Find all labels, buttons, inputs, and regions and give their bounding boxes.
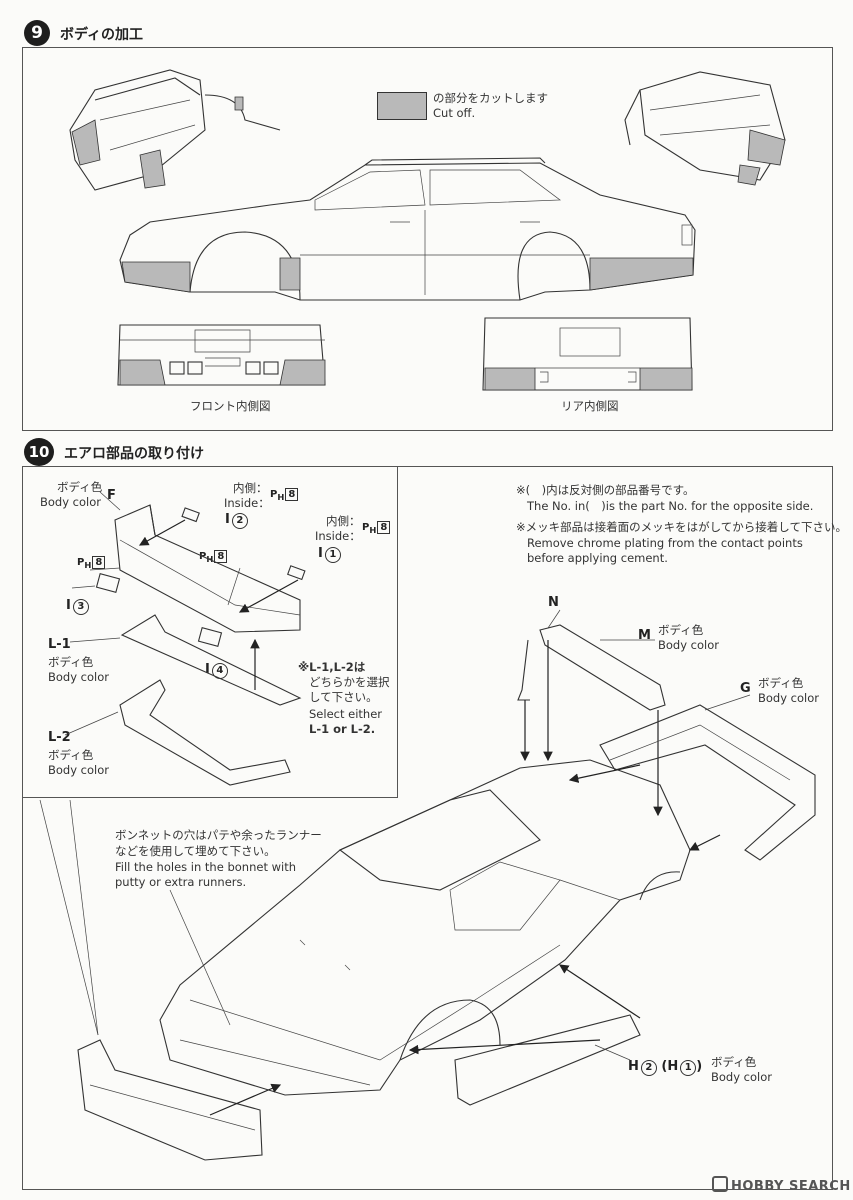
car-body-drawing <box>159 759 691 1096</box>
step-10-title: エアロ部品の取り付け <box>64 446 204 462</box>
cut-legend-swatch <box>377 92 427 120</box>
note-2-jp: ※メッキ部品は接着面のメッキをはがしてから接着して下さい。 <box>516 520 847 534</box>
select-note-en-2: L-1 or L-2. <box>309 722 376 736</box>
inside-jp-2: 内側： <box>326 514 361 528</box>
select-note-jp-1: ※L-1,L-2は <box>298 660 366 674</box>
watermark: HOBBY SEARCH <box>712 1176 851 1194</box>
step-9-number: 9 <box>24 20 50 46</box>
bonnet-note-en-2: putty or extra runners. <box>115 875 247 889</box>
part-f-color-en: Body color <box>40 495 102 509</box>
part-g-label: G <box>740 681 751 696</box>
front-bumper-f-drawing <box>114 504 301 633</box>
step-10-inset-frame <box>22 466 398 798</box>
part-f-color-jp: ボディ色 <box>57 480 103 494</box>
part-f-label: F <box>107 488 116 503</box>
part-h-color-en: Body color <box>711 1070 773 1084</box>
part-l2-color-en: Body color <box>48 763 110 777</box>
part-l1-color-jp: ボディ色 <box>48 655 94 669</box>
front-interior-caption: フロント内側図 <box>190 399 271 413</box>
step-10-number: 10 <box>24 438 54 466</box>
bonnet-note-en-1: Fill the holes in the bonnet with <box>115 860 297 874</box>
part-l1-color-en: Body color <box>48 670 110 684</box>
part-m-color-jp: ボディ色 <box>658 623 704 637</box>
bonnet-note-jp-2: などを使用して埋めて下さい。 <box>115 844 276 858</box>
bonnet-note-jp-1: ボンネットの穴はパテや余ったランナー <box>115 828 322 842</box>
part-l2-label: L-2 <box>48 730 71 745</box>
part-g-color-en: Body color <box>758 691 820 705</box>
watermark-logo-icon <box>712 1176 728 1192</box>
cut-legend-en: Cut off. <box>433 106 476 120</box>
part-g-color-jp: ボディ色 <box>758 676 804 690</box>
front-cutaway-drawing <box>69 69 281 191</box>
note-1-en: The No. in( )is the part No. for the opp… <box>527 499 814 513</box>
note-2-en-line1: Remove chrome plating from the contact p… <box>527 536 803 550</box>
front-interior-drawing <box>117 324 326 386</box>
inside-en-1: Inside： <box>224 496 270 510</box>
part-n-label: N <box>548 595 559 610</box>
rear-interior-drawing <box>482 317 693 391</box>
step-9-title: ボディの加工 <box>60 27 144 43</box>
part-l1-label: L-1 <box>48 637 71 652</box>
cut-legend-jp: の部分をカットします <box>433 91 548 105</box>
inside-en-2: Inside： <box>315 529 361 543</box>
note-1-jp: ※( )内は反対側の部品番号です。 <box>516 483 695 497</box>
note-2-en-line2: before applying cement. <box>527 551 668 565</box>
part-l2-color-jp: ボディ色 <box>48 748 94 762</box>
select-note-jp-3: して下さい。 <box>309 690 378 704</box>
rear-interior-caption: リア内側図 <box>561 399 619 413</box>
part-m-label: M <box>638 628 651 643</box>
side-view-body <box>119 157 696 301</box>
rear-cutaway-drawing <box>624 71 786 186</box>
step-9-frame <box>22 47 833 431</box>
part-m-color-en: Body color <box>658 638 720 652</box>
select-note-en-1: Select either <box>309 707 383 721</box>
part-h-color-jp: ボディ色 <box>711 1055 757 1069</box>
step-10-frame <box>22 466 833 1190</box>
inside-jp-1: 内側： <box>233 481 268 495</box>
select-note-jp-2: どちらかを選択 <box>309 675 390 689</box>
